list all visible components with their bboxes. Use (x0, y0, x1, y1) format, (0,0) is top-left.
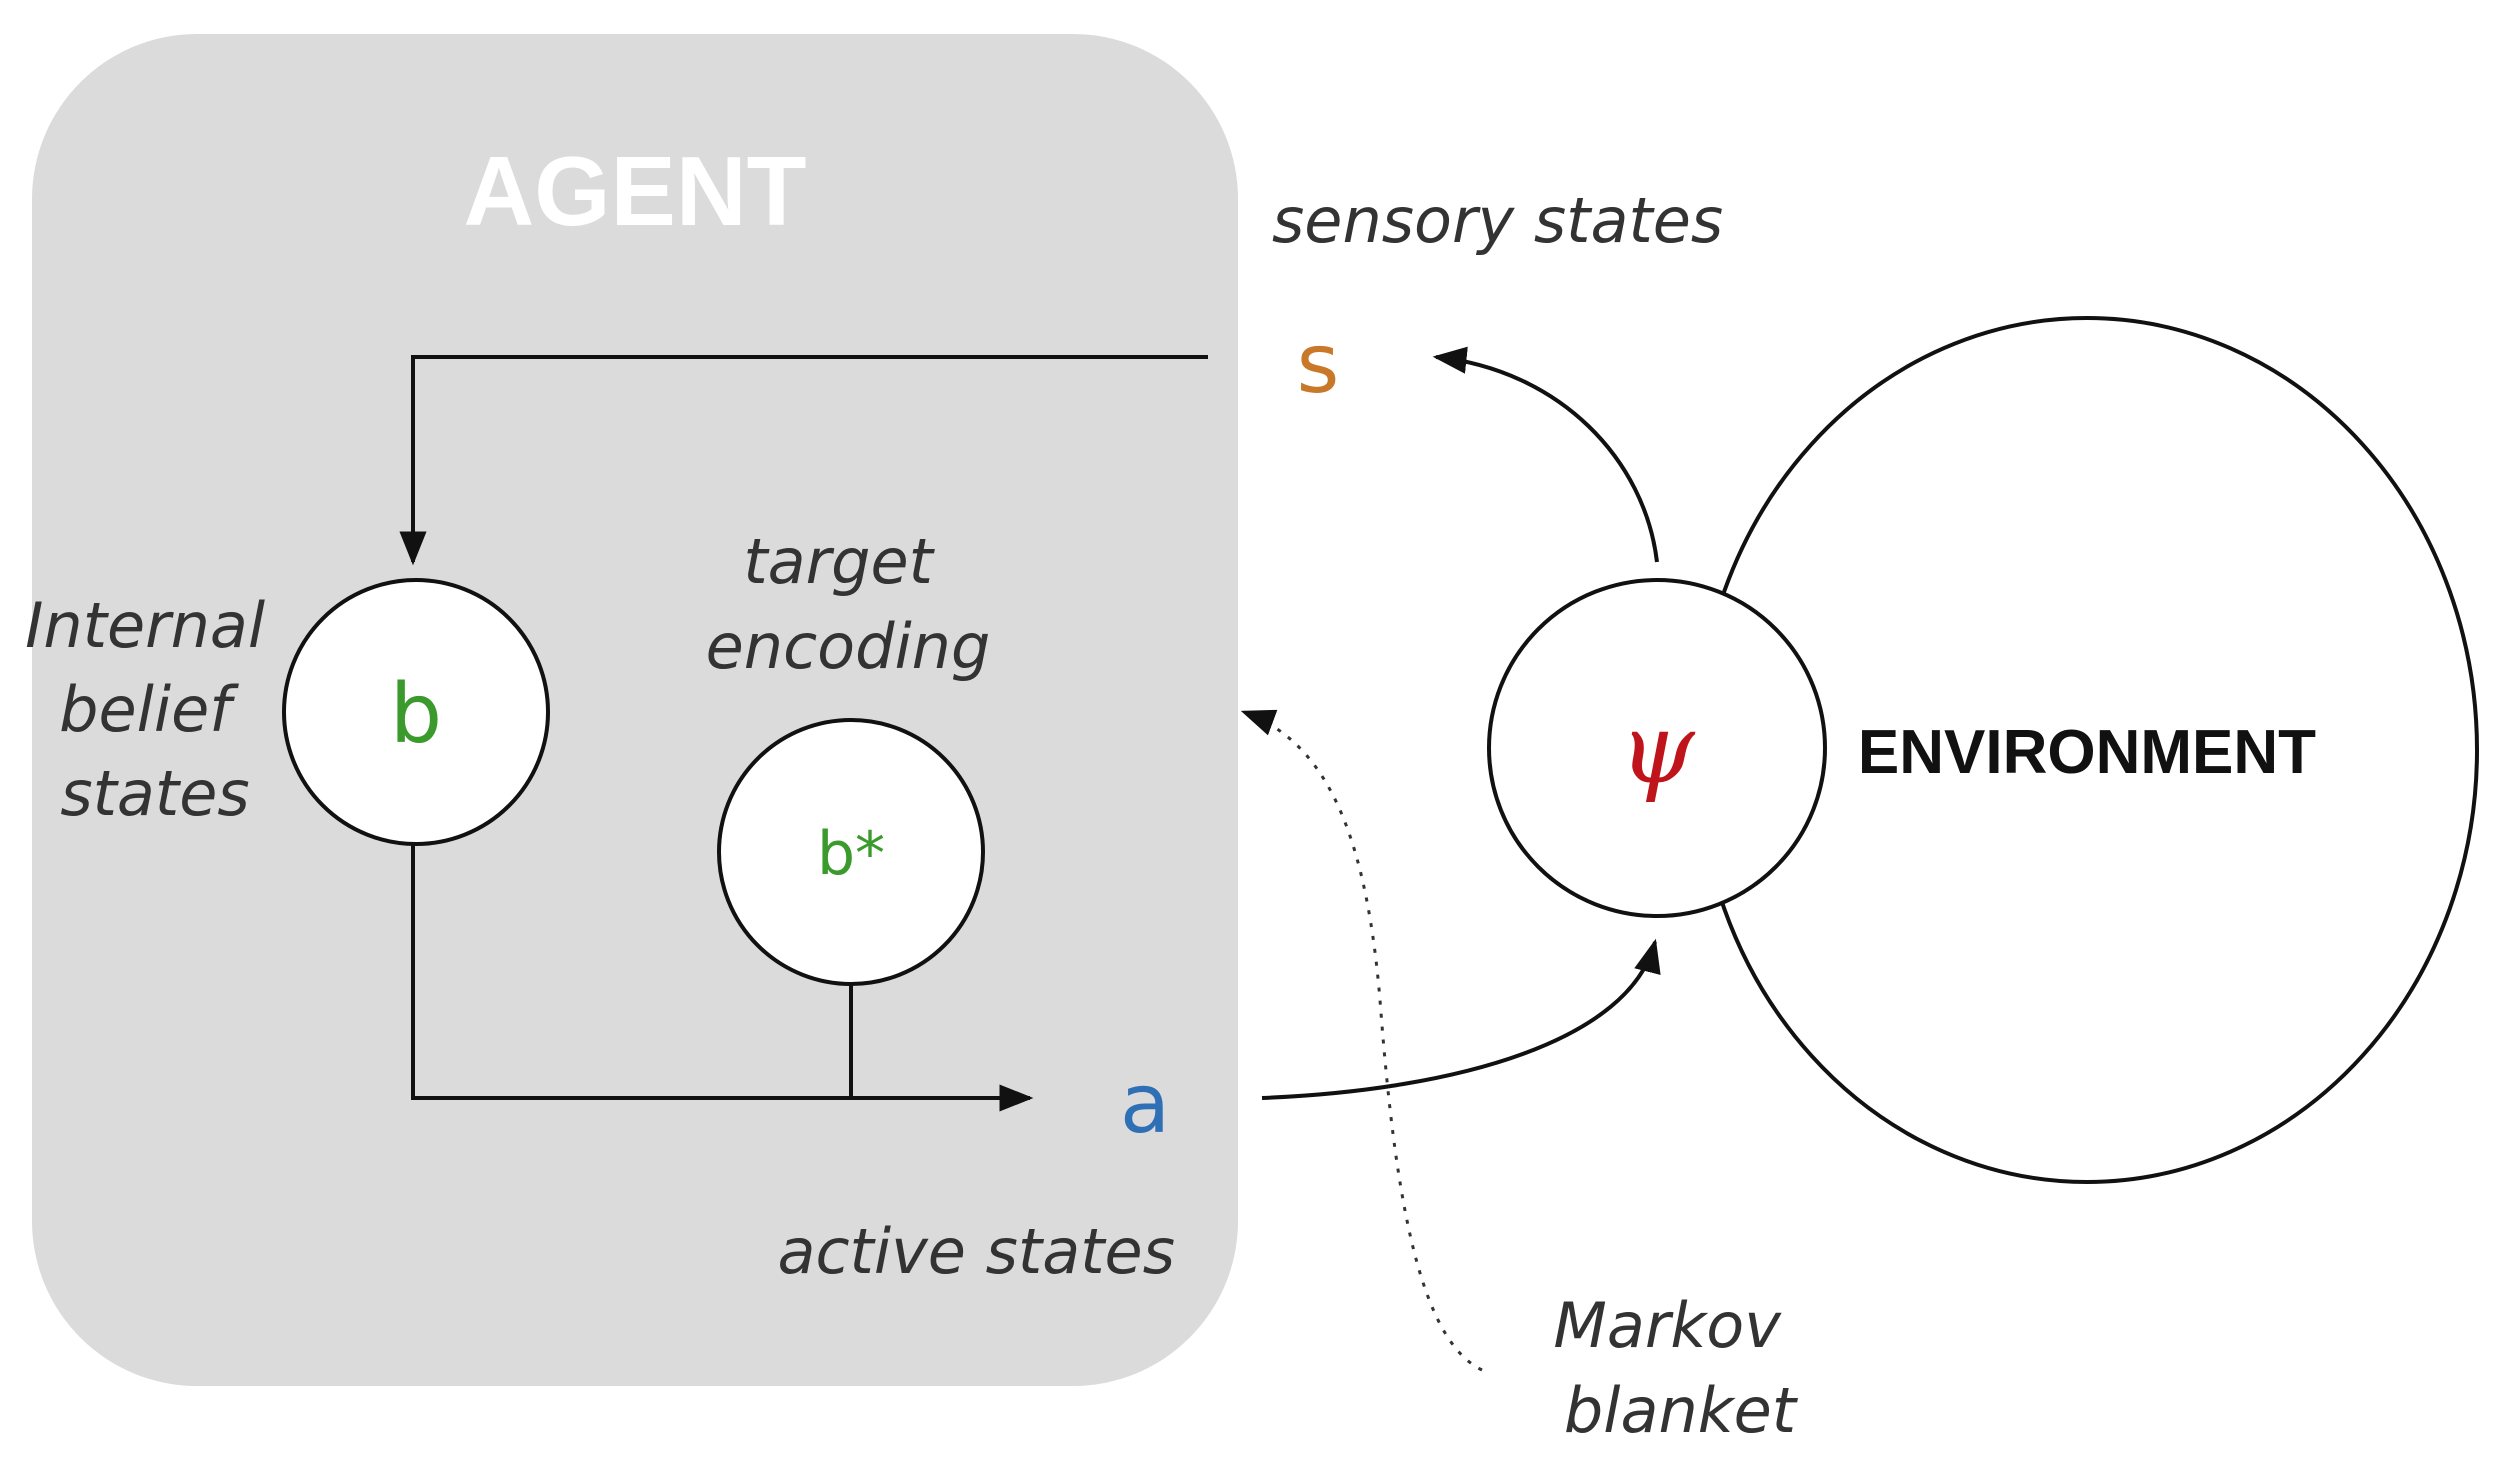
active-variable-a: a (1120, 1057, 1170, 1152)
active-states-label: active states (777, 1215, 1175, 1288)
action-to-psi-arrow (1261, 938, 1661, 1100)
belief-to-action-line (411, 844, 1034, 1112)
agent-box (32, 34, 1238, 1386)
target-encoding-label: target encoding (706, 525, 991, 683)
markov-label-line-2: blanket (1564, 1374, 1799, 1447)
internal-belief-states-label: Internal belief states (25, 589, 285, 830)
target-symbol: b* (817, 819, 885, 889)
target-label-line-2: encoding (706, 610, 991, 683)
belief-symbol: b (390, 667, 442, 762)
target-label-line-1: target (743, 525, 935, 598)
markov-blanket-label: Markov blanket (1553, 1289, 1800, 1447)
internal-label-line-2: belief (59, 673, 239, 746)
internal-label-line-1: Internal (25, 589, 265, 662)
psi-node (1487, 578, 1827, 918)
belief-node (282, 578, 550, 846)
internal-label-line-3: states (60, 757, 249, 830)
markov-blanket-pointer (1240, 709, 1483, 1372)
sensory-states-label: sensory states (1272, 184, 1723, 257)
agent-title: AGENT (464, 136, 807, 246)
psi-symbol: ψ (1619, 693, 1696, 805)
psi-to-sensory-arrow (1432, 346, 1659, 563)
sensory-to-belief-arrow (399, 355, 1208, 566)
markov-label-line-1: Markov (1553, 1289, 1782, 1362)
environment-label: ENVIRONMENT (1858, 718, 2316, 787)
sensory-variable-s: s (1297, 317, 1340, 412)
